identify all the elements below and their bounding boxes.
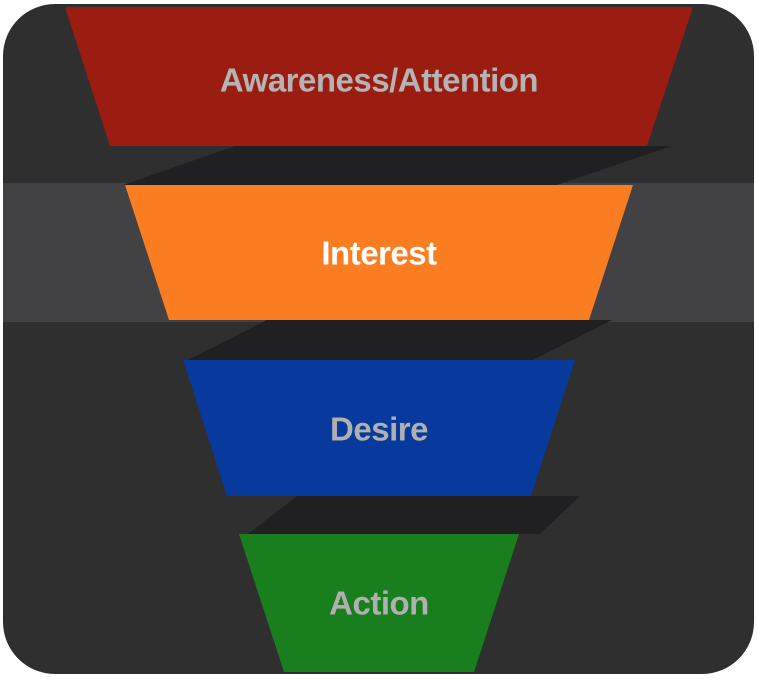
fold-shadow-3 — [248, 496, 580, 534]
funnel-stage-desire-shape — [183, 360, 575, 496]
funnel-stage-awareness-label: Awareness/Attention — [220, 62, 538, 99]
funnel-stage-desire-label: Desire — [330, 411, 428, 448]
funnel-stage-action-shape — [239, 534, 519, 672]
funnel-stage-interest-shape — [125, 185, 633, 320]
funnel-stage-awareness-shape — [65, 7, 693, 146]
fold-shadow-2 — [188, 320, 612, 360]
fold-shadow-1 — [123, 146, 672, 185]
funnel-stage-interest-label: Interest — [321, 235, 437, 272]
funnel-stage-action-label: Action — [329, 585, 429, 622]
